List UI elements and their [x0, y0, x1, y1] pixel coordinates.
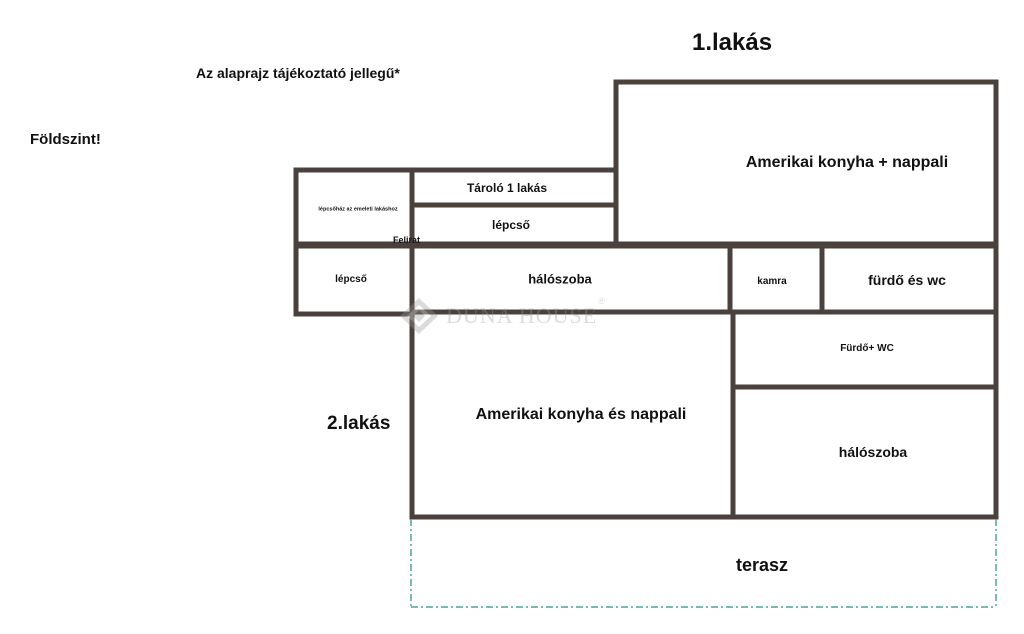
felirat-label: Felirat [393, 235, 421, 245]
walls [293, 79, 999, 520]
room-bath1: fürdő és wc [868, 272, 946, 288]
room-living1: Amerikai konyha + nappali [745, 154, 949, 171]
disclaimer-text: Az alaprajz tájékoztató jellegű* [196, 65, 400, 81]
diamond-logo-icon [400, 298, 438, 334]
wall-apartment2 [409, 309, 999, 520]
room-terrace: terasz [735, 555, 789, 575]
room-bedroom1: hálószoba [528, 271, 592, 287]
room-bedroom2: hálószoba [838, 444, 908, 460]
duna-house-watermark: DUNA HOUSE ® [398, 296, 605, 336]
room-pantry: kamra [757, 276, 787, 287]
room-stairs-upper: lépcső [491, 218, 531, 232]
apartment1-label: 1.lakás [692, 29, 773, 56]
room-living2: Amerikai konyha és nappali [475, 406, 687, 423]
room-bath2: Fürdő+ WC [840, 343, 894, 354]
floor-label: Földszint! [30, 131, 101, 148]
room-stairwell: lépcsőház az emeleti lakáshoz [318, 206, 398, 213]
apartment2-label: 2.lakás [327, 413, 391, 434]
watermark-registered: ® [598, 296, 605, 306]
room-storage: Tároló 1 lakás [466, 181, 548, 195]
room-stairs-lower: lépcső [335, 274, 367, 285]
watermark-text: DUNA HOUSE [446, 303, 598, 328]
terrace-outline [410, 519, 997, 608]
